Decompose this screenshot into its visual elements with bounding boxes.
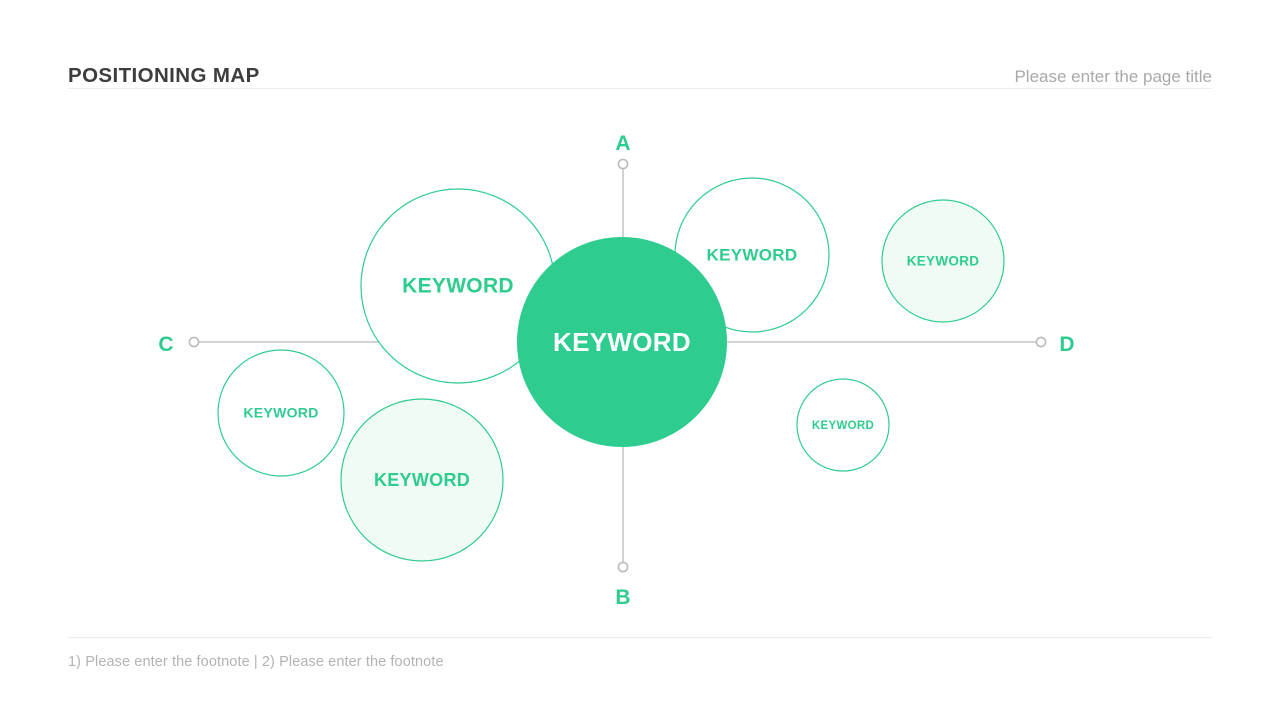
header-divider (68, 88, 1212, 89)
bubble-bottom-mid[interactable]: KEYWORD (340, 398, 504, 562)
footnote-text[interactable]: 1) Please enter the footnote | 2) Please… (68, 654, 444, 670)
bubble-bottom-mid-shape[interactable] (340, 398, 504, 562)
slide-header: POSITIONING MAP Please enter the page ti… (68, 40, 1212, 88)
bubble-upper-right-label: KEYWORD (707, 245, 798, 264)
bubble-lower-left[interactable]: KEYWORD (217, 349, 345, 477)
page-title: POSITIONING MAP (68, 63, 260, 87)
axis-label-a: A (615, 132, 630, 155)
bubble-far-right-label: KEYWORD (907, 254, 980, 269)
bubble-bottom-mid-label: KEYWORD (374, 470, 470, 490)
bubble-bottom-right-shape[interactable] (796, 378, 890, 472)
bubble-far-right-shape[interactable] (881, 199, 1005, 323)
bubble-lower-left-shape[interactable] (217, 349, 345, 477)
bubble-lower-left-label: KEYWORD (243, 405, 318, 421)
positioning-map-svg: A B C D KEYWORD KEYWORD KEYWORD (158, 132, 1074, 609)
axis-label-c: C (158, 333, 173, 356)
positioning-map-canvas: A B C D KEYWORD KEYWORD KEYWORD (0, 95, 1280, 630)
axis-endpoint-c-marker[interactable] (188, 336, 200, 348)
axis-label-d: D (1059, 333, 1074, 356)
bubble-far-right[interactable]: KEYWORD (881, 199, 1005, 323)
axis-label-b: B (615, 586, 630, 609)
footer-divider (68, 637, 1212, 638)
bubble-bottom-right-label: KEYWORD (812, 420, 874, 432)
bubble-center-shape[interactable] (517, 237, 727, 447)
bubble-center[interactable]: KEYWORD (517, 237, 727, 447)
bubble-bottom-right[interactable]: KEYWORD (796, 378, 890, 472)
page-subtitle-placeholder[interactable]: Please enter the page title (1014, 67, 1212, 86)
axis-endpoint-a-marker[interactable] (617, 158, 629, 170)
bubble-center-label: KEYWORD (553, 327, 691, 357)
axis-endpoint-b-marker[interactable] (617, 561, 629, 573)
bubble-left-large-label: KEYWORD (402, 275, 514, 298)
axis-endpoint-d-marker[interactable] (1035, 336, 1047, 348)
